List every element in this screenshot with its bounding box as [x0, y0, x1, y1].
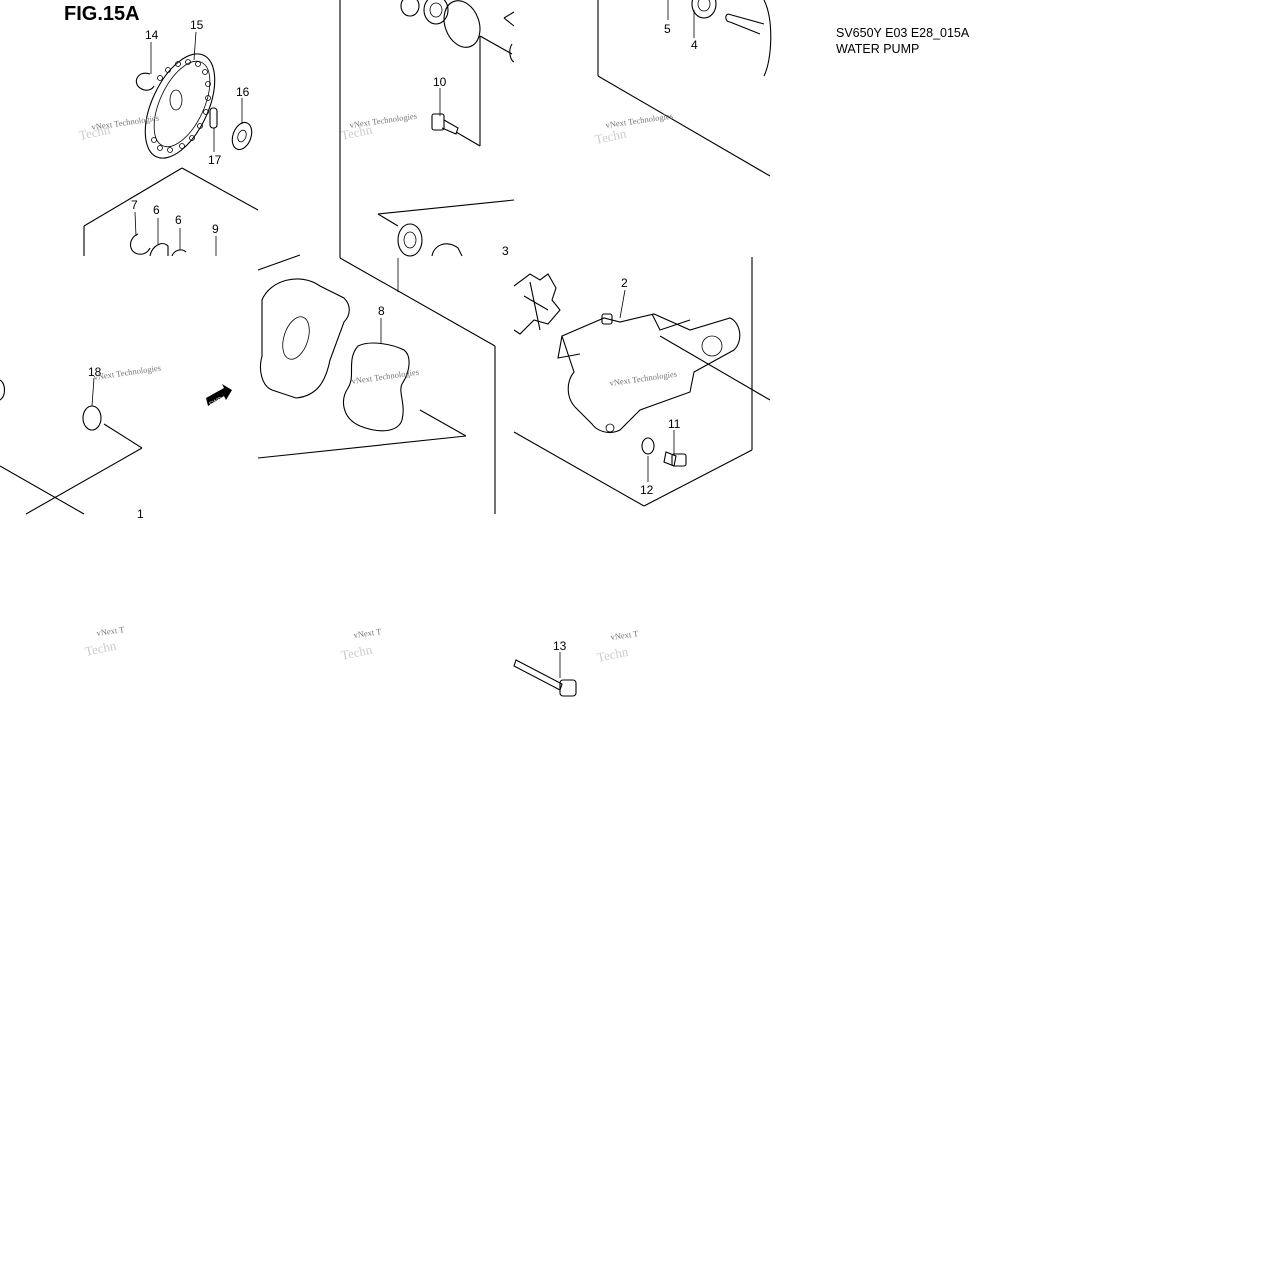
callout-17: 16	[236, 85, 250, 99]
callout-10: 10	[433, 75, 447, 89]
callout-6a: 6	[153, 203, 160, 217]
watermarks: Techn vNext Technologies Techn vNext Tec…	[78, 111, 678, 665]
bolt-13-part	[513, 659, 577, 697]
model-code: SV650Y E03 E28_015A	[836, 26, 970, 40]
svg-text:vNext Technologies: vNext Technologies	[93, 363, 162, 382]
washer-part	[231, 121, 253, 151]
shaft-part	[691, 0, 772, 77]
callout-4: 4	[691, 38, 698, 52]
seal-part	[397, 223, 463, 257]
callout-5: 5	[664, 22, 671, 36]
section-name: WATER PUMP	[836, 42, 920, 56]
circlip-part	[135, 72, 155, 91]
svg-text:vNext T: vNext T	[96, 624, 126, 638]
figure-info: SV650Y E03 E28_015A WATER PUMP	[836, 25, 969, 57]
svg-text:vNext Technologies: vNext Technologies	[351, 367, 420, 386]
pin-part	[209, 107, 218, 129]
partial-ring	[0, 379, 6, 401]
plate-hole	[282, 316, 310, 360]
svg-text:vNext Technologies: vNext Technologies	[605, 111, 674, 130]
gear-part	[144, 53, 216, 159]
callout-15: 14	[145, 28, 159, 42]
pump-housing-part	[557, 313, 741, 433]
callout-9: 9	[212, 222, 219, 236]
bearing-part	[149, 243, 187, 257]
callout-6b: 6	[175, 213, 182, 227]
bolt-11-part	[663, 451, 687, 467]
svg-text:vNext T: vNext T	[610, 628, 640, 642]
svg-text:vNext T: vNext T	[353, 626, 383, 640]
gasket-8-part	[342, 342, 410, 432]
upper-bearings	[400, 0, 515, 63]
o-ring-14-part	[82, 405, 102, 431]
assembly-outlines	[0, 0, 771, 515]
callout-13: 13	[553, 639, 567, 653]
callout-3: 3	[502, 244, 509, 258]
fwd-marker: FWD	[206, 384, 232, 408]
circlip-7-part	[129, 233, 151, 255]
svg-text:Techn: Techn	[340, 122, 374, 143]
svg-text:Techn: Techn	[596, 644, 630, 665]
svg-text:vNext Technologies: vNext Technologies	[91, 113, 160, 132]
leader-lines	[91, 0, 695, 678]
washer-12-part	[641, 437, 655, 455]
callout-1: 1	[137, 507, 144, 521]
callout-12: 12	[640, 483, 654, 497]
pump-plate-part	[259, 278, 350, 399]
callout-2: 2	[621, 276, 628, 290]
figure-title: FIG.15A	[64, 3, 140, 25]
callout-11: 11	[668, 417, 681, 431]
bolt-10-part	[431, 113, 459, 135]
callout-labels: 14 15 16 17 7 6 6 9 10 5 4 3 2 8 18 11 1…	[88, 18, 698, 653]
svg-text:Techn: Techn	[594, 126, 628, 147]
svg-text:vNext Technologies: vNext Technologies	[609, 369, 678, 388]
callout-18: 17	[208, 153, 222, 167]
svg-text:Techn: Techn	[84, 638, 118, 659]
svg-text:Techn: Techn	[340, 642, 374, 663]
callout-8: 8	[378, 304, 385, 318]
svg-text:vNext Technologies: vNext Technologies	[349, 111, 418, 130]
callout-14: 18	[88, 365, 102, 379]
callout-16: 15	[190, 18, 204, 32]
callout-7: 7	[131, 198, 138, 212]
impeller-part	[513, 273, 561, 335]
svg-text:Techn: Techn	[78, 122, 112, 143]
